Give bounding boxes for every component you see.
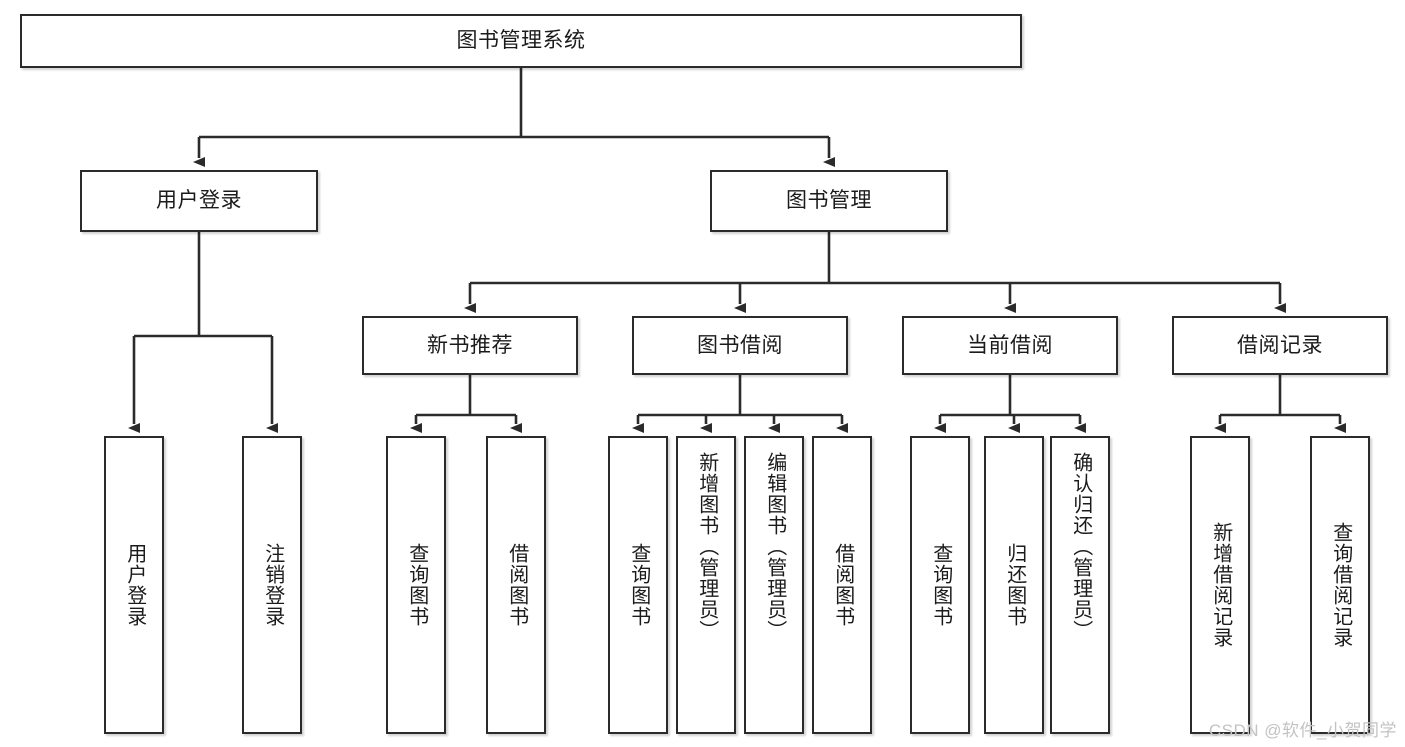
node-leaf-user-login[interactable]: 用户登录 [104, 436, 164, 734]
node-borrow-record[interactable]: 借阅记录 [1172, 316, 1388, 375]
node-leaf-borrow-book-bw[interactable]: 借阅图书 [812, 436, 872, 734]
node-leaf-query-book-cur-label: 查询图书 [929, 543, 952, 627]
node-leaf-edit-book-admin-label: 编辑图书（管理员） [763, 452, 786, 641]
node-leaf-add-borrow-record[interactable]: 新增借阅记录 [1190, 436, 1250, 734]
node-book-borrow-label: 图书借阅 [697, 333, 783, 357]
node-leaf-edit-book-admin[interactable]: 编辑图书（管理员） [744, 436, 804, 734]
node-leaf-query-book-bw[interactable]: 查询图书 [608, 436, 668, 734]
node-root-label: 图书管理系统 [456, 29, 586, 53]
node-leaf-add-borrow-record-label: 新增借阅记录 [1209, 522, 1232, 648]
node-new-book-recommend-label: 新书推荐 [427, 333, 513, 357]
node-leaf-borrow-book-rec-label: 借阅图书 [505, 543, 528, 627]
node-leaf-user-logout[interactable]: 注销登录 [242, 436, 302, 734]
node-root[interactable]: 图书管理系统 [20, 14, 1022, 68]
node-leaf-add-book-admin-label: 新增图书（管理员） [695, 452, 718, 641]
csdn-watermark: CSDN @软件_小贺同学 [1208, 721, 1397, 740]
node-leaf-return-book[interactable]: 归还图书 [984, 436, 1044, 734]
node-leaf-query-book-bw-label: 查询图书 [627, 543, 650, 627]
node-leaf-query-borrow-record[interactable]: 查询借阅记录 [1310, 436, 1370, 734]
node-leaf-confirm-return-admin[interactable]: 确认归还（管理员） [1050, 436, 1110, 734]
node-current-borrow-label: 当前借阅 [967, 333, 1053, 357]
node-leaf-confirm-return-admin-label: 确认归还（管理员） [1069, 452, 1092, 641]
node-leaf-add-book-admin[interactable]: 新增图书（管理员） [676, 436, 736, 734]
node-book-borrow[interactable]: 图书借阅 [632, 316, 848, 375]
node-leaf-return-book-label: 归还图书 [1003, 543, 1026, 627]
node-leaf-query-book-rec-label: 查询图书 [405, 543, 428, 627]
node-book-manage-label: 图书管理 [786, 189, 872, 213]
node-leaf-query-book-rec[interactable]: 查询图书 [386, 436, 446, 734]
node-leaf-borrow-book-bw-label: 借阅图书 [831, 543, 854, 627]
node-user-login-label: 用户登录 [156, 189, 242, 213]
node-leaf-query-borrow-record-label: 查询借阅记录 [1329, 522, 1352, 648]
node-book-manage[interactable]: 图书管理 [710, 170, 948, 232]
node-user-login[interactable]: 用户登录 [80, 170, 318, 232]
node-new-book-recommend[interactable]: 新书推荐 [362, 316, 578, 375]
node-current-borrow[interactable]: 当前借阅 [902, 316, 1118, 375]
node-leaf-user-login-label: 用户登录 [123, 543, 146, 627]
node-leaf-user-logout-label: 注销登录 [261, 543, 284, 627]
node-leaf-borrow-book-rec[interactable]: 借阅图书 [486, 436, 546, 734]
node-borrow-record-label: 借阅记录 [1237, 333, 1323, 357]
node-leaf-query-book-cur[interactable]: 查询图书 [910, 436, 970, 734]
